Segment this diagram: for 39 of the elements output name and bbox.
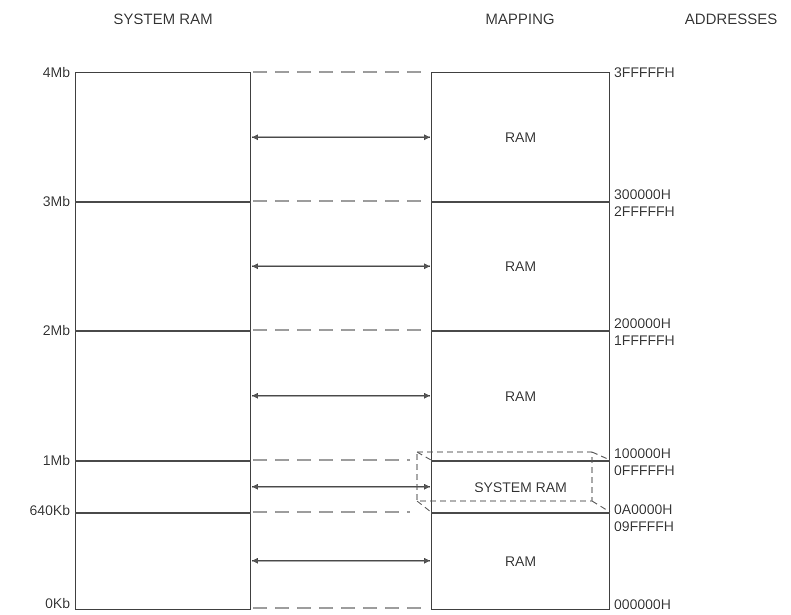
column-heading: MAPPING [485, 12, 555, 28]
memory-block [75, 330, 251, 462]
memory-block [75, 512, 251, 610]
size-label: 2Mb [42, 322, 70, 338]
mapping-arrow [252, 484, 430, 490]
mapping-arrow [252, 134, 430, 140]
size-label: 4Mb [42, 64, 70, 80]
memory-block [75, 201, 251, 332]
memory-block [431, 72, 610, 202]
column-heading: ADDRESSES [684, 12, 778, 28]
size-label: 1Mb [42, 452, 70, 468]
block-label: RAM [504, 388, 536, 404]
block-label: RAM [504, 258, 536, 274]
column-heading: SYSTEM RAM [113, 12, 213, 28]
address-label: 100000H [614, 445, 671, 461]
address-label: 0FFFFFH [614, 462, 675, 478]
address-label: 09FFFFH [614, 518, 674, 534]
block-label: RAM [504, 129, 536, 146]
memory-block [431, 201, 610, 332]
memory-block [75, 72, 251, 202]
address-label: 300000H [614, 186, 671, 202]
address-label: 2FFFFFH [614, 203, 675, 219]
size-label: 3Mb [42, 193, 70, 209]
memory-block [431, 330, 610, 462]
address-label: 000000H [614, 596, 671, 612]
address-label: 0A0000H [614, 501, 672, 517]
memory-block [431, 512, 610, 610]
memory-block [431, 460, 610, 514]
mapping-arrow [252, 558, 430, 564]
address-label: 1FFFFFH [614, 332, 675, 348]
block-label: SYSTEM RAM [474, 478, 567, 495]
memory-block [75, 460, 251, 514]
mapping-arrow [252, 392, 430, 399]
size-label: 640Kb [30, 502, 70, 518]
mapping-arrow [252, 263, 430, 270]
address-label: 3FFFFFH [614, 64, 675, 80]
block-label: RAM [504, 552, 536, 569]
address-label: 200000H [614, 315, 671, 331]
size-label: 0Kb [45, 595, 70, 611]
